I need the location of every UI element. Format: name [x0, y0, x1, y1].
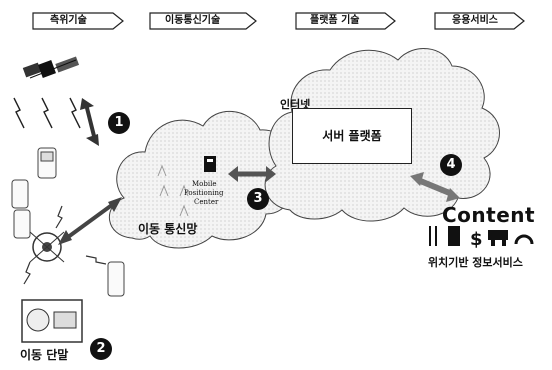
signal-bolt-icon — [13, 97, 81, 129]
header-step-label-4: 응용서비스 — [452, 15, 498, 26]
header-step-label-3: 플랫폼 기술 — [310, 15, 360, 26]
svg-text:$: $ — [470, 229, 483, 250]
car-icon — [488, 230, 508, 246]
mpc-label-line2: Positioning — [184, 189, 224, 197]
header-step-label-2: 이동통신기술 — [165, 15, 221, 26]
phone-handset-icon — [514, 234, 534, 245]
header-step-arrow-1 — [32, 12, 124, 30]
step-marker-3: 3 — [247, 188, 269, 210]
mobile-network-label: 이동 통신망 — [138, 222, 198, 236]
step-marker-4: 4 — [440, 154, 462, 176]
header-step-arrow-3 — [295, 12, 396, 30]
step-marker-1: 1 — [108, 112, 130, 134]
terminal-device-icon — [21, 299, 83, 343]
cutlery-icon — [429, 226, 437, 246]
building-icon — [448, 226, 460, 246]
internet-label: 인터넷 — [280, 98, 311, 111]
server-platform-label: 서버 플랫폼 — [322, 129, 382, 143]
dollar-icon: $ — [470, 229, 483, 250]
header-step-arrow-4 — [434, 12, 525, 30]
header-step-label-1: 측위기술 — [50, 15, 87, 26]
station-signal-bolt-icon — [23, 205, 107, 285]
antenna-icon — [157, 164, 189, 217]
network-internet-arrow — [228, 166, 276, 182]
server-platform-box: 서버 플랫폼 — [292, 108, 412, 164]
station-network-arrow — [58, 197, 122, 245]
mpc-label-line3: Center — [194, 198, 219, 206]
phone-icon — [11, 147, 125, 297]
mpc-server-icon — [204, 156, 216, 172]
mpc-label-line1: Mobile — [192, 180, 217, 188]
lbs-label: 위치기반 정보서비스 — [428, 256, 523, 269]
internet-content-arrow — [410, 172, 460, 202]
header-step-arrow-2 — [149, 12, 257, 30]
terminal-label: 이동 단말 — [20, 348, 69, 362]
content-label: Content — [442, 203, 536, 227]
satellite-link-arrow — [80, 98, 99, 146]
base-station-icon — [29, 231, 65, 263]
step-marker-2: 2 — [90, 338, 112, 360]
satellite-icon — [22, 56, 80, 79]
